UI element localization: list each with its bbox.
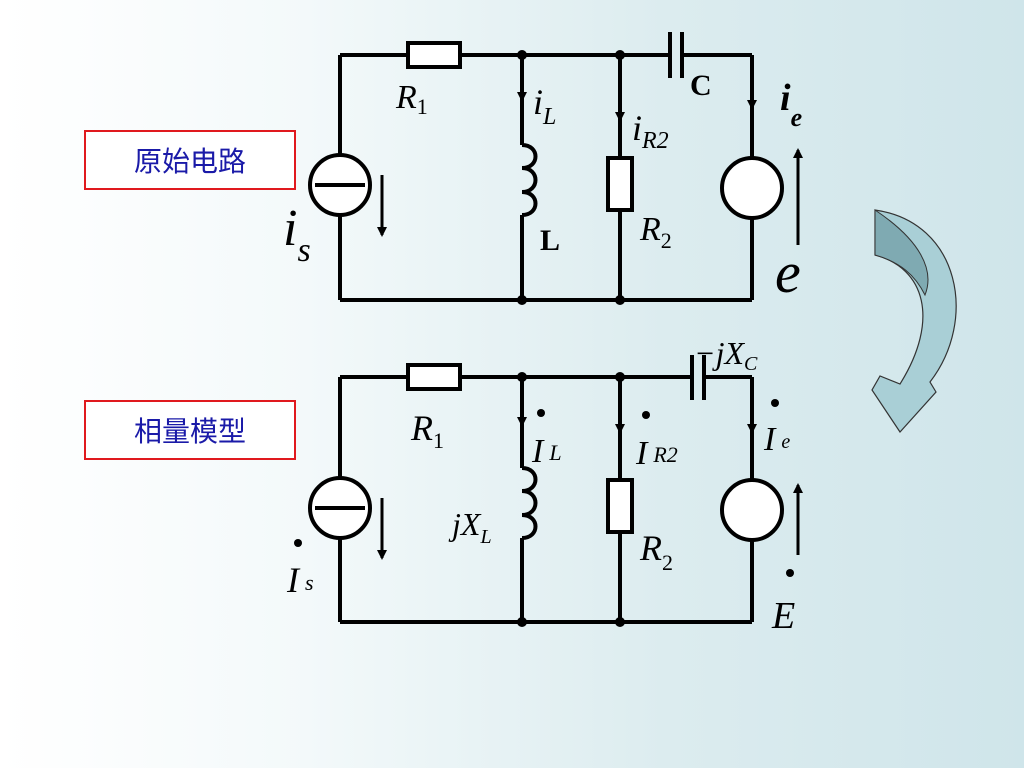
phasor-dots [294, 399, 794, 577]
top-node-2 [615, 50, 625, 60]
top-voltage-source [720, 156, 784, 220]
bottom-inductor-xl [521, 466, 538, 540]
transform-arrow [871, 209, 957, 433]
phasor-dot-il [537, 409, 545, 417]
bottom-node-2 [615, 372, 625, 382]
transform-arrow-shape [871, 209, 957, 433]
top-arrows [377, 72, 803, 245]
top-label-il: iL [533, 82, 556, 130]
bottom-node-3 [517, 617, 527, 627]
bottom-label-r2: R2 [639, 528, 673, 575]
bottom-resistor-r2 [606, 478, 634, 534]
phasor-dot-e [786, 569, 794, 577]
bottom-circuit [308, 355, 784, 624]
top-label-ir2: iR2 [632, 108, 669, 154]
bottom-nodes [517, 372, 625, 627]
top-node-3 [517, 295, 527, 305]
top-node-4 [615, 295, 625, 305]
bottom-voltage-source [720, 478, 784, 542]
phasor-model-label-text: 相量模型 [133, 415, 246, 448]
phasor-model-label: 相量模型 [84, 400, 296, 460]
top-label-e: e [775, 240, 801, 305]
phasor-dot-ir2 [642, 411, 650, 419]
transform-arrow-fold [874, 209, 929, 297]
phasor-dot-ie [771, 399, 779, 407]
original-circuit-label-text: 原始电路 [133, 145, 246, 178]
bottom-label-r1: R1 [410, 408, 444, 453]
top-resistor-r1 [406, 41, 462, 69]
top-label-c: C [690, 69, 712, 102]
top-node-1 [517, 50, 527, 60]
bottom-node-4 [615, 617, 625, 627]
bottom-resistor-r1 [406, 363, 462, 391]
top-resistor-r2 [606, 156, 634, 212]
top-inductor-l [521, 143, 538, 217]
bottom-label-e: E [771, 595, 795, 637]
top-label-is: is [283, 200, 311, 269]
bottom-arrows [377, 395, 803, 560]
top-label-r1: R1 [395, 79, 428, 119]
top-nodes [517, 50, 625, 305]
top-label-r2: R2 [639, 211, 672, 253]
bottom-label-xc: −jXC [694, 335, 758, 375]
bottom-node-1 [517, 372, 527, 382]
phasor-dot-is [294, 539, 302, 547]
top-circuit [308, 32, 784, 302]
top-label-l: L [540, 224, 560, 257]
bottom-label-xl: jXL [448, 506, 492, 548]
original-circuit-label: 原始电路 [84, 130, 296, 190]
top-label-ie: ie [780, 77, 802, 132]
